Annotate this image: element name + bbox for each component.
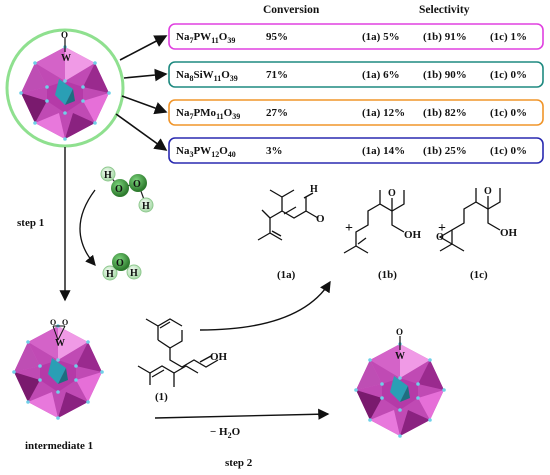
svg-text:O: O [388,188,396,199]
conversion-header: Conversion [263,4,320,16]
selectivity-1c: (1c) 1% [490,31,527,43]
svg-text:OH: OH [500,227,518,239]
catalyst-formula: Na8SiW11O39 [176,69,238,83]
catalyst-row-border [168,61,544,88]
product-1a-label: (1a) [277,269,296,281]
svg-text:O: O [396,327,403,337]
svg-text:O: O [62,318,68,327]
selectivity-1b: (1b) 90% [423,69,467,81]
selectivity-1a: (1a) 14% [362,145,405,157]
hydrogen-peroxide-molecule-icon: H O O H [100,166,154,213]
svg-text:+: + [345,221,353,236]
svg-text:H: H [104,170,112,181]
step1-label: step 1 [17,217,44,229]
svg-text:O: O [436,232,444,243]
svg-text:H: H [310,184,318,195]
svg-text:H: H [142,201,150,212]
selectivity-1b: (1b) 25% [423,145,467,157]
svg-text:H: H [130,268,138,279]
svg-text:W: W [55,338,65,349]
tungsten-label: W [61,53,71,64]
selectivity-1a: (1a) 5% [362,31,400,43]
product-1c-structure [438,188,501,252]
catalyst-row: Na8SiW11O39 71% (1a) 6% (1b) 90% (1c) 0% [168,61,544,88]
catalyst-row: Na7PW11O39 95% (1a) 5% (1b) 91% (1c) 1% [168,23,544,50]
selectivity-1b: (1b) 82% [423,107,467,119]
svg-text:O: O [316,213,325,225]
catalyst-row-border [168,137,544,164]
product-1a-structure [257,189,319,241]
conversion-value: 3% [266,145,283,157]
svg-text:OH: OH [404,229,422,241]
product-1c-label: (1c) [470,269,488,281]
svg-text:O: O [484,186,492,197]
svg-text:O: O [133,179,141,190]
catalyst-row-border [168,99,544,126]
conversion-value: 95% [266,31,288,43]
svg-text:O: O [115,184,123,195]
svg-text:+: + [438,221,446,236]
product-1b-label: (1b) [378,269,397,281]
results-table: Na7PW11O39 95% (1a) 5% (1b) 91% (1c) 1% Na8Si… [168,23,544,164]
svg-text:OH: OH [210,351,228,363]
svg-text:H: H [106,269,114,280]
reactant-1-structure [145,318,219,368]
water-molecule-icon: H O H [102,253,142,281]
catalyst-formula: Na3PW12O40 [176,145,236,159]
selectivity-1c: (1c) 0% [490,69,527,81]
svg-text:W: W [395,351,405,362]
water-loss-label: − H2O [210,426,241,440]
conversion-value: 71% [266,69,288,81]
step2-label: step 2 [225,457,253,469]
svg-text:O: O [50,318,56,327]
peroxo-group [52,325,66,341]
product-1b-structure [343,190,405,254]
catalyst-formula: Na7PMo11O39 [176,107,240,121]
catalyst-row: Na7PMo11O39 27% (1a) 12% (1b) 82% (1c) 0% [168,99,544,126]
catalyst-formula: Na7PW11O39 [176,31,235,45]
oxo-label: O [61,30,68,40]
intermediate-label: intermediate 1 [25,440,93,452]
selectivity-1c: (1c) 0% [490,107,527,119]
selectivity-header: Selectivity [419,4,470,16]
selectivity-1a: (1a) 6% [362,69,400,81]
selectivity-1a: (1a) 12% [362,107,405,119]
catalyst-row: Na3PW12O40 3% (1a) 14% (1b) 25% (1c) 0% [168,137,544,164]
selectivity-1c: (1c) 0% [490,145,527,157]
selectivity-1b: (1b) 91% [423,31,467,43]
conversion-value: 27% [266,107,288,119]
svg-text:O: O [116,258,124,269]
reactant-label: (1) [155,391,168,403]
catalyst-row-border [168,23,544,50]
